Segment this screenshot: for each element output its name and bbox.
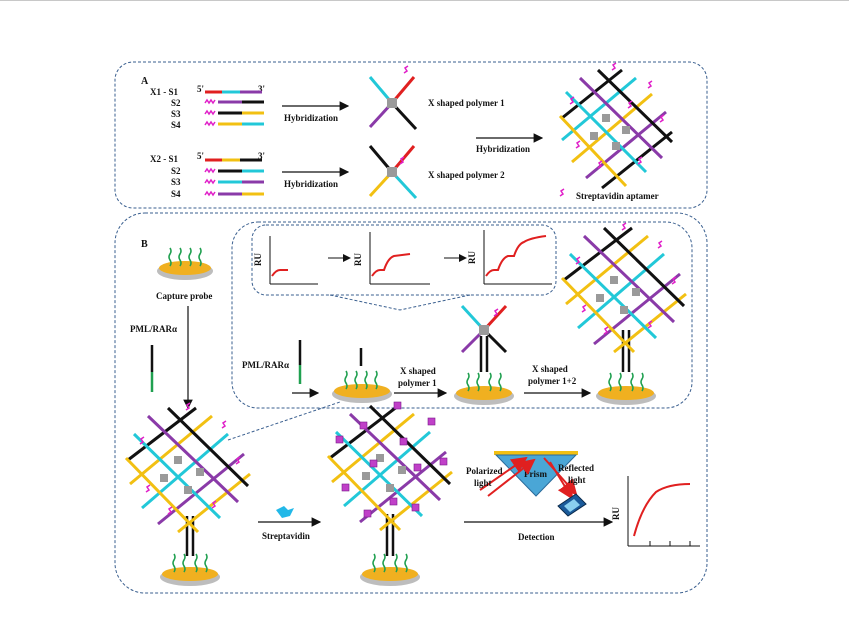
x2-s3-label: S3 [171, 177, 181, 187]
panel-b-frame [114, 212, 708, 594]
pml-rara-inset-label: PML/RARα [242, 360, 289, 370]
x1-five-prime: 5' [197, 84, 204, 94]
detector-icon [557, 493, 587, 517]
x-shaped-polymer-1-icon [368, 65, 418, 131]
chip-with-network-inset [596, 330, 656, 405]
panel-a-label: A [141, 76, 149, 87]
capture-probe-chip [157, 247, 213, 280]
hybridization-label-1: Hybridization [284, 113, 338, 123]
ru-axis-label-3: RU [467, 251, 477, 264]
x1-s3-label: S3 [171, 109, 181, 119]
ru-graph-1 [269, 236, 318, 285]
chip-with-probe-inset [332, 348, 392, 403]
x1-s2-strand [204, 98, 264, 105]
ru-graph-3 [483, 230, 552, 285]
dna-network-inset [560, 222, 687, 354]
dna-network-a [558, 62, 674, 190]
panel-b-label: B [141, 239, 148, 250]
network-on-chip-left [124, 402, 251, 586]
final-ru-graph [627, 476, 700, 547]
panel-a-frame [114, 61, 708, 209]
x2-three-prime: 3' [258, 151, 265, 161]
x2-s2-label: S2 [171, 166, 181, 176]
streptavidin-label: Streptavidin [262, 531, 310, 541]
x1-three-prime: 3' [258, 84, 265, 94]
ru-axis-label-2: RU [353, 253, 363, 266]
reflected-light-label-2: light [568, 475, 586, 485]
polarized-light-label-2: light [474, 478, 492, 488]
x1-s4-label: S4 [171, 120, 181, 130]
x2-s1-label: X2 - S1 [150, 154, 179, 164]
aptamer-legend-icon [559, 188, 565, 197]
light-rays [479, 456, 578, 500]
x2-s2-strand [204, 167, 264, 174]
top-divider [0, 0, 849, 1]
aptamer-label: Streptavidin aptamer [576, 191, 659, 201]
x1-s4-strand [204, 120, 264, 127]
x-shaped-polymer1-a: X shaped [400, 366, 436, 376]
chip-with-polymer1 [454, 304, 514, 405]
x1-s3-strand [204, 109, 264, 116]
final-ru-axis-label: RU [611, 507, 621, 520]
x1-s1-label: X1 - S1 [150, 87, 179, 97]
ru-graphs-frame [251, 224, 557, 296]
x-shaped-polymer1-b: polymer 1 [398, 378, 437, 388]
network-with-streptavidin [326, 401, 453, 586]
x-polymer-1-label: X shaped polymer 1 [428, 98, 505, 108]
x2-s4-label: S4 [171, 189, 181, 199]
ru-graph-2 [369, 232, 430, 285]
x2-five-prime: 5' [197, 151, 204, 161]
x1-s2-label: S2 [171, 98, 181, 108]
pml-rara-label: PML/RARα [130, 324, 177, 334]
reflected-light-label-1: Reflected [558, 463, 594, 473]
prism-label: Prism [524, 469, 547, 479]
x-shaped-polymer12-b: polymer 1+2 [528, 376, 577, 386]
hybridization-label-2: Hybridization [284, 179, 338, 189]
x2-s4-strand [204, 190, 264, 197]
inset-frame [231, 221, 693, 409]
polarized-light-label-1: Polarized [466, 466, 503, 476]
x2-s3-strand [204, 178, 264, 185]
hybridization-label-3: Hybridization [476, 144, 530, 154]
detection-label: Detection [518, 532, 554, 542]
x-shaped-polymer-2-icon [368, 145, 418, 200]
x-shaped-polymer12-a: X shaped [532, 364, 568, 374]
capture-probe-label: Capture probe [156, 291, 212, 301]
streptavidin-icon [276, 506, 294, 518]
x-polymer-2-label: X shaped polymer 2 [428, 170, 505, 180]
ru-axis-label-1: RU [253, 253, 263, 266]
